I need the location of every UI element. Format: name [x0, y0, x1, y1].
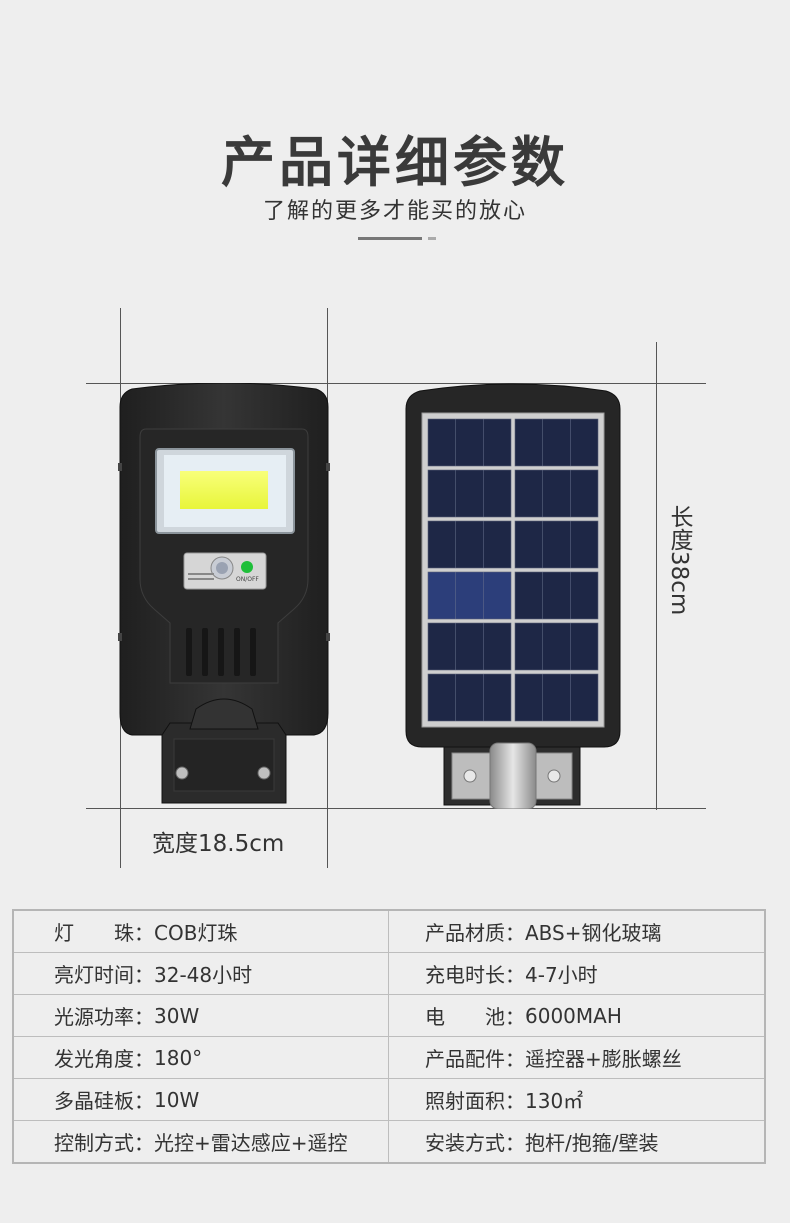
spec-value: 6000MAH [525, 1003, 622, 1028]
mounting-pole [489, 742, 537, 810]
bracket-screw-icon [463, 769, 477, 783]
spec-cell: 发光角度：180° [14, 1037, 389, 1078]
spec-cell: 充电时长：4-7小时 [389, 953, 764, 994]
spec-cell: 光源功率：30W [14, 995, 389, 1036]
solar-cell [514, 673, 599, 722]
spec-value: 10W [154, 1087, 200, 1112]
spec-cell: 多晶硅板：10W [14, 1079, 389, 1120]
spec-label: 电 池： [425, 1005, 525, 1029]
spec-label: 发光角度： [54, 1047, 154, 1071]
page-subtitle: 了解的更多才能买的放心 [262, 199, 527, 224]
vent-slots [186, 628, 256, 676]
page-title: 产品详细参数 [221, 131, 569, 194]
lamp-back-view [404, 383, 622, 810]
spec-cell: 安装方式：抱杆/抱箍/壁装 [389, 1121, 764, 1162]
guide-length-vertical [656, 342, 657, 810]
spec-label: 灯 珠： [54, 921, 154, 945]
spec-cell: 亮灯时间：32-48小时 [14, 953, 389, 994]
spec-cell: 控制方式：光控+雷达感应+遥控 [14, 1121, 389, 1162]
solar-cell [427, 673, 512, 722]
solar-cell [427, 571, 512, 620]
sensor-switch-label: ON/OFF [236, 576, 259, 583]
solar-cell [514, 418, 599, 467]
spec-value: 180° [154, 1045, 203, 1070]
spec-value: COB灯珠 [154, 921, 238, 945]
spec-cell: 灯 珠：COB灯珠 [14, 911, 389, 952]
spec-label: 充电时长： [425, 963, 525, 987]
spec-cell: 电 池：6000MAH [389, 995, 764, 1036]
spec-cell: 产品材质：ABS+钢化玻璃 [389, 911, 764, 952]
solar-cell [514, 571, 599, 620]
solar-cell [427, 520, 512, 569]
spec-label: 多晶硅板： [54, 1089, 154, 1113]
lamp-front-illustration: ON/OFF [118, 382, 330, 804]
width-dimension-label: 宽度18.5cm [152, 831, 285, 857]
spec-cell: 产品配件：遥控器+膨胀螺丝 [389, 1037, 764, 1078]
spec-label: 控制方式： [54, 1131, 154, 1155]
guide-top-horizontal [86, 383, 706, 384]
solar-cell [514, 469, 599, 518]
spec-row: 控制方式：光控+雷达感应+遥控安装方式：抱杆/抱箍/壁装 [14, 1121, 764, 1162]
solar-cell [427, 622, 512, 671]
cob-led [180, 471, 268, 509]
spec-label: 光源功率： [54, 1005, 154, 1029]
lamp-front-view: ON/OFF [118, 382, 330, 809]
spec-value: 4-7小时 [525, 963, 598, 987]
power-indicator-icon [241, 561, 253, 573]
title-underline [358, 237, 422, 240]
spec-value: 抱杆/抱箍/壁装 [525, 1131, 659, 1155]
spec-label: 安装方式： [425, 1131, 525, 1155]
spec-value: 130㎡ [525, 1089, 584, 1113]
spec-cell: 照射面积：130㎡ [389, 1079, 764, 1120]
spec-value: ABS+钢化玻璃 [525, 921, 662, 945]
title-underline-dot [428, 237, 436, 240]
spec-row: 发光角度：180°产品配件：遥控器+膨胀螺丝 [14, 1037, 764, 1079]
solar-cell [427, 469, 512, 518]
solar-cell [514, 622, 599, 671]
spec-value: 32-48小时 [154, 963, 253, 987]
spec-value: 30W [154, 1003, 200, 1028]
spec-label: 亮灯时间： [54, 963, 154, 987]
length-dimension-label: 长度38cm [666, 505, 692, 616]
spec-row: 灯 珠：COB灯珠产品材质：ABS+钢化玻璃 [14, 911, 764, 953]
spec-label: 产品配件： [425, 1047, 525, 1071]
solar-cell [427, 418, 512, 467]
bracket-screw-icon [175, 766, 189, 780]
spec-value: 光控+雷达感应+遥控 [154, 1131, 348, 1155]
guide-bottom-horizontal [86, 808, 706, 809]
spec-table: 灯 珠：COB灯珠产品材质：ABS+钢化玻璃亮灯时间：32-48小时充电时长：4… [12, 909, 766, 1164]
bracket-screw-icon [257, 766, 271, 780]
spec-row: 亮灯时间：32-48小时充电时长：4-7小时 [14, 953, 764, 995]
spec-label: 产品材质： [425, 921, 525, 945]
spec-value: 遥控器+膨胀螺丝 [525, 1047, 682, 1071]
lamp-back-illustration [405, 383, 621, 810]
spec-label: 照射面积： [425, 1089, 525, 1113]
solar-panel [427, 418, 599, 722]
solar-cell [514, 520, 599, 569]
bracket-screw-icon [547, 769, 561, 783]
